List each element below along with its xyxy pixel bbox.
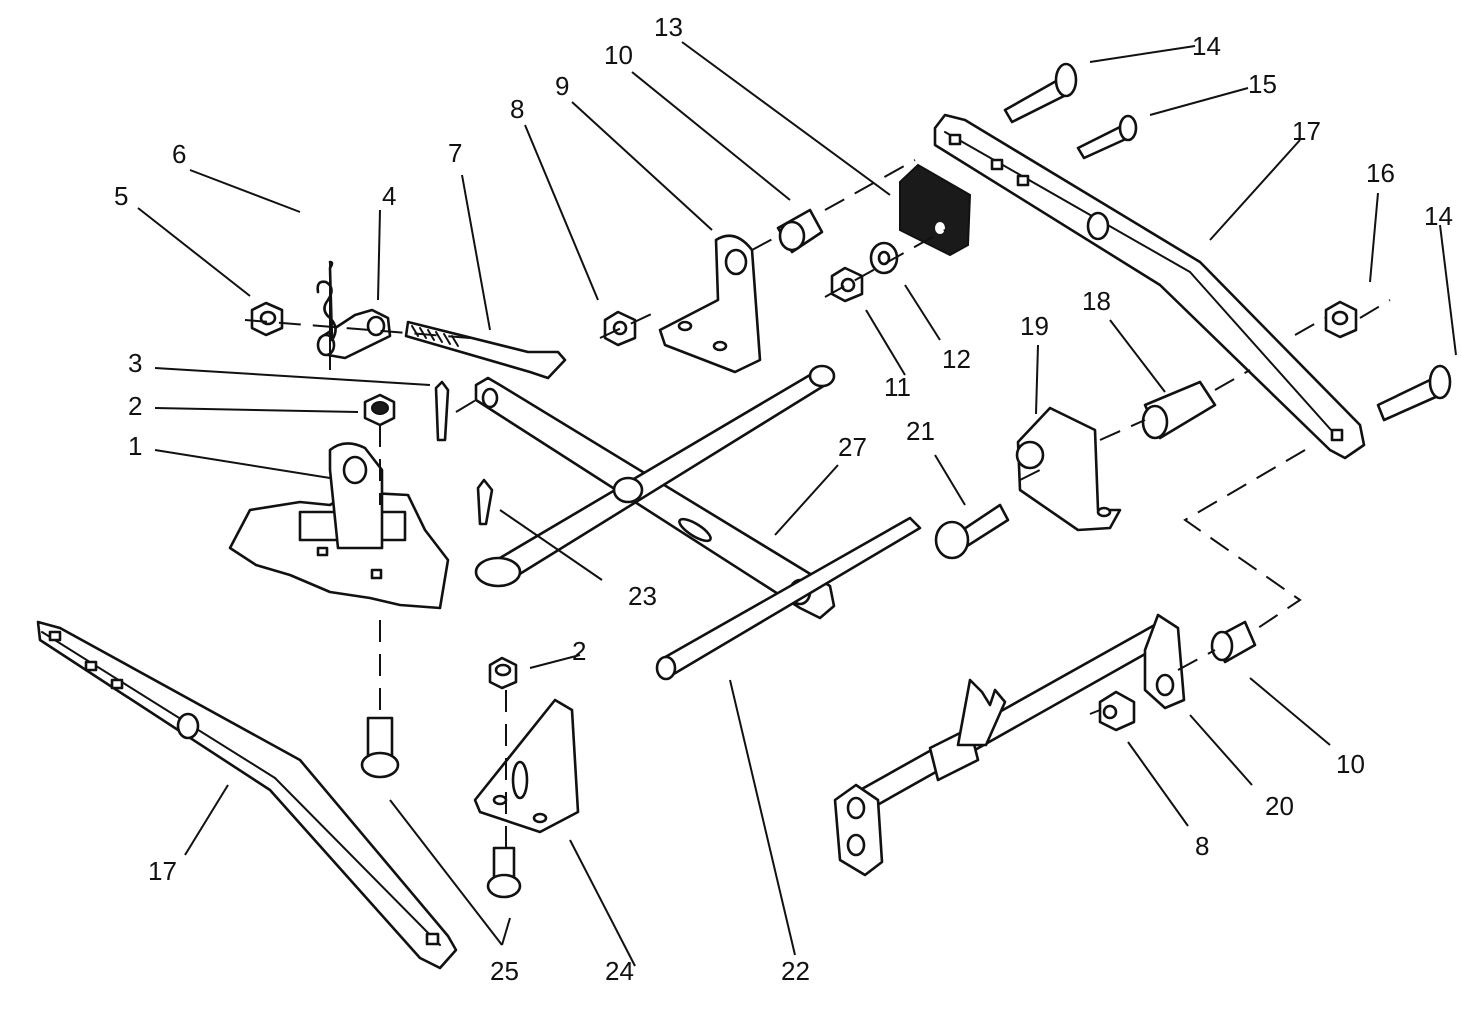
nut-small — [830, 266, 864, 303]
callout-17: 17 — [148, 856, 177, 886]
callout-11: 11 — [884, 372, 911, 402]
callout-25: 25 — [490, 956, 519, 986]
callout-1: 1 — [128, 431, 142, 461]
callout-2: 2 — [128, 391, 142, 421]
callout-12: 12 — [942, 344, 971, 374]
carriage-bolt-top — [1003, 62, 1078, 124]
carriage-bolt-middle — [934, 503, 1010, 560]
callout-14: 14 — [1192, 31, 1221, 61]
callout-27: 27 — [838, 432, 867, 462]
callout-20: 20 — [1265, 791, 1294, 821]
callout-16: 16 — [1366, 158, 1395, 188]
callout-7: 7 — [448, 138, 462, 168]
mounting-bracket-assembly — [228, 442, 450, 610]
cotter-pin-small — [476, 478, 494, 526]
spacer-lower — [1210, 620, 1257, 664]
callout-2: 2 — [572, 636, 586, 666]
callout-6: 6 — [172, 139, 186, 169]
callout-3: 3 — [128, 348, 142, 378]
callout-8: 8 — [510, 94, 524, 124]
nut-lower — [488, 656, 518, 690]
callout-8: 8 — [1195, 831, 1209, 861]
pin-rod — [655, 516, 922, 681]
callout-10: 10 — [1336, 749, 1365, 779]
lift-arm-left — [36, 620, 458, 970]
callout-18: 18 — [1082, 286, 1111, 316]
callout-19: 19 — [1020, 311, 1049, 341]
rubber-pad — [899, 163, 972, 257]
callout-9: 9 — [555, 71, 569, 101]
spacer-large — [1141, 380, 1217, 440]
bolt-lower-middle — [486, 846, 522, 899]
nut-upper-middle — [603, 310, 637, 347]
threaded-rod — [404, 320, 567, 380]
washer — [869, 241, 899, 275]
callout-14: 14 — [1424, 201, 1453, 231]
callout-5: 5 — [114, 181, 128, 211]
main-shaft — [474, 364, 836, 588]
callout-13: 13 — [654, 12, 683, 42]
callout-23: 23 — [628, 581, 657, 611]
pivot-block — [1015, 406, 1122, 532]
carriage-bolt-right — [1376, 364, 1452, 422]
callout-17: 17 — [1292, 116, 1321, 146]
assembly-center-lines — [244, 159, 1391, 850]
upright-bracket — [658, 234, 762, 374]
callout-24: 24 — [605, 956, 634, 986]
leader-lines — [137, 41, 1457, 967]
callout-10: 10 — [604, 40, 633, 70]
lift-arm-right — [933, 113, 1366, 460]
callout-22: 22 — [781, 956, 810, 986]
spacer-upper — [776, 208, 824, 254]
nut-lower-right — [1098, 690, 1136, 732]
nut-upper — [363, 393, 396, 427]
callout-labels: 1 2 2 3 4 5 6 7 8 8 9 10 10 11 12 13 14 … — [114, 12, 1453, 986]
bolt-small-top — [1076, 114, 1138, 160]
callout-15: 15 — [1248, 69, 1277, 99]
nut-right — [1324, 300, 1358, 339]
bolt-lower-left — [360, 716, 400, 779]
cross-arm — [474, 376, 836, 620]
callout-4: 4 — [382, 181, 396, 211]
lever-assembly — [833, 613, 1186, 877]
nut-left — [250, 301, 284, 337]
l-bracket — [473, 698, 580, 834]
callout-21: 21 — [906, 416, 935, 446]
cotter-pin — [434, 380, 450, 442]
